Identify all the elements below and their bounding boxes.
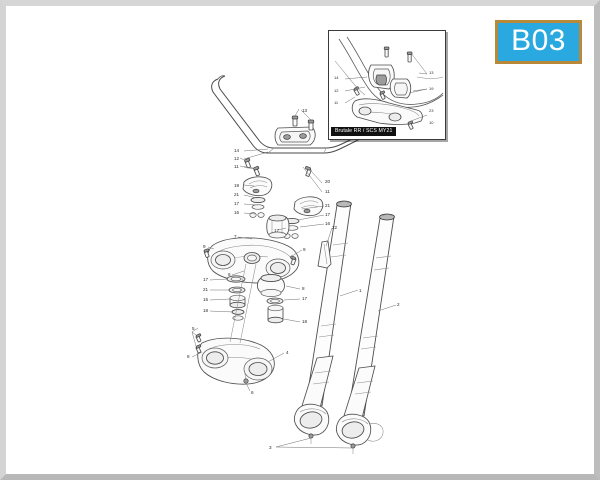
- page-code-text: B03: [511, 24, 566, 57]
- callout-2: 2: [397, 302, 400, 307]
- diagram-canvas: 13 14 12 11 20 11 19 21 17 16 21 17 16 2…: [6, 6, 594, 474]
- handlebar-part: [211, 75, 399, 154]
- handlebar-mount-block-left: [242, 176, 273, 197]
- fork-leg-1-part: [293, 200, 352, 444]
- inset-callout-11: 11: [334, 100, 339, 105]
- callout-20: 20: [325, 179, 331, 184]
- callout-17-left: 17: [234, 201, 240, 206]
- callout-leader-lines: [191, 148, 397, 363]
- inset-model-label: Brutale RR / SCS MY21: [331, 126, 397, 136]
- callout-8-right: 8: [302, 286, 305, 291]
- callout-11-right: 11: [325, 189, 330, 194]
- callout-17-far-right: 17: [302, 296, 308, 301]
- callout-4: 4: [286, 350, 289, 355]
- lower-triple-clamp-part: [191, 327, 275, 392]
- fork-protector-part: [317, 240, 332, 269]
- callout-17-bottom: 17: [203, 277, 209, 282]
- steering-stem-tube: [229, 263, 257, 344]
- inset-callout-labels: 14 12 11 13 19 23 10: [334, 70, 434, 125]
- inset-callout-23: 23: [429, 108, 434, 113]
- axle-bolt-leaders: [275, 437, 354, 449]
- upper-triple-clamp-part: [203, 237, 300, 284]
- callout-21-left: 21: [234, 192, 240, 197]
- bearing-stack-right-part: [256, 273, 285, 324]
- callout-9-left: 9: [203, 244, 206, 249]
- page-code-badge: B03: [495, 20, 582, 64]
- callout-12: 12: [234, 156, 240, 161]
- inset-callout-19: 19: [429, 86, 434, 91]
- callout-14: 14: [234, 148, 240, 153]
- handlebar-mount-block-right: [293, 196, 324, 217]
- inset-callout-12: 12: [334, 88, 339, 93]
- callout-19: 19: [234, 183, 240, 188]
- callout-16-right: 16: [325, 221, 331, 226]
- callout-18: 18: [203, 308, 209, 313]
- callout-17-right: 17: [325, 212, 331, 217]
- inset-detail-box: 14 12 11 13 19 23 10 Brutale RR / SCS MY…: [328, 30, 446, 140]
- callout-17-top: 17: [274, 228, 280, 233]
- callout-18-right: 18: [302, 319, 308, 324]
- bushing-stack-left: [249, 196, 266, 218]
- inset-callout-13: 13: [429, 70, 434, 75]
- inset-artwork: 14 12 11 13 19 23 10: [334, 36, 444, 130]
- callout-3: 3: [269, 445, 272, 450]
- steering-stem-part: [266, 214, 290, 239]
- callout-11: 11: [234, 164, 239, 169]
- callout-16-left: 16: [234, 210, 240, 215]
- fork-leg-2-part: [335, 213, 395, 454]
- inset-callout-10: 10: [429, 120, 434, 125]
- callout-9-right: 9: [303, 247, 306, 252]
- riser-bolts-part: [239, 157, 323, 193]
- callout-21-bottom: 21: [203, 287, 209, 292]
- callout-8-left: 8: [187, 354, 190, 359]
- callout-13-handlebar: 13: [302, 108, 308, 113]
- callout-5: 5: [192, 326, 195, 331]
- inset-lever-part: [351, 86, 428, 130]
- inset-leader-lines: [344, 72, 428, 104]
- inset-callout-14: 14: [334, 75, 339, 80]
- callout-6-bottom: 6: [251, 390, 254, 395]
- callout-6: 6: [228, 272, 231, 277]
- callout-labels: 13 14 12 11 20 11 19 21 17 16 21 17 16 2…: [187, 108, 400, 450]
- callout-21-right: 21: [325, 203, 331, 208]
- callout-22: 22: [332, 225, 338, 230]
- callout-1: 1: [359, 288, 362, 293]
- handlebar-clamp-part: [274, 108, 316, 146]
- inset-clamp-part: [368, 46, 428, 99]
- exploded-view-artwork: 13 14 12 11 20 11 19 21 17 16 21 17 16 2…: [187, 75, 400, 454]
- callout-7: 7: [234, 234, 237, 239]
- callout-15: 15: [203, 297, 209, 302]
